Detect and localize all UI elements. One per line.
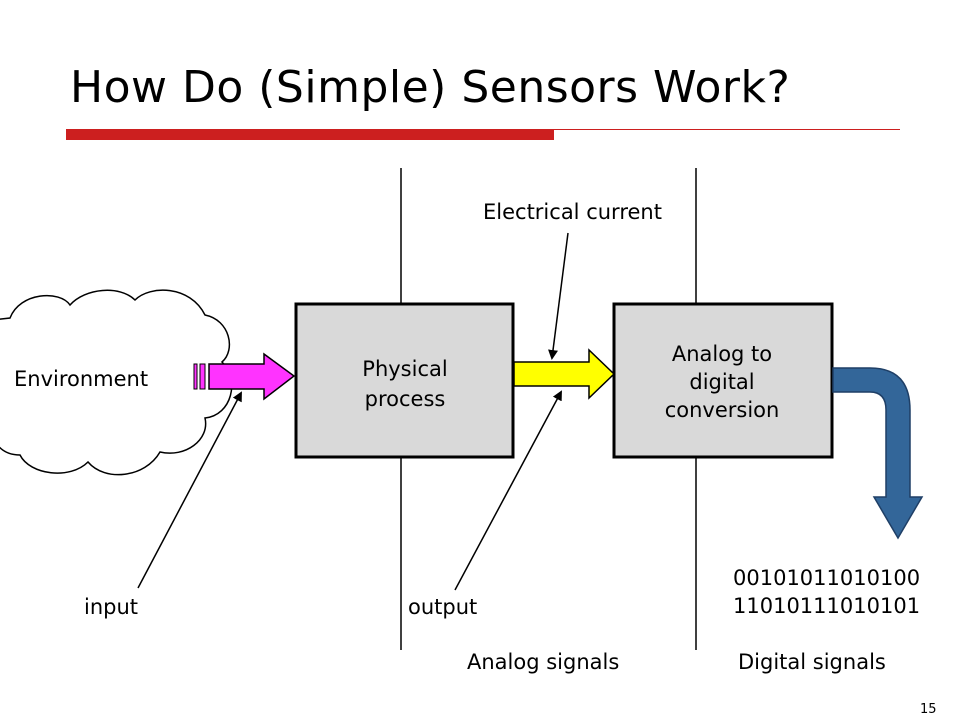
electrical-current-pointer: [548, 232, 569, 360]
analog-signals-label: Analog signals: [467, 650, 620, 674]
binary-line-2: 11010111010101: [733, 594, 921, 618]
output-pointer: [454, 390, 562, 591]
input-label: input: [84, 595, 139, 619]
input-pointer: [137, 391, 242, 589]
output-signal-arrow: [513, 348, 616, 400]
title-underline-thick: [66, 129, 554, 140]
output-label: output: [408, 595, 478, 619]
page-title: How Do (Simple) Sensors Work?: [70, 62, 791, 113]
physical-process-box: [294, 302, 515, 459]
title-underline-thin: [554, 129, 900, 130]
environment-label: Environment: [14, 367, 149, 391]
digital-signals-label: Digital signals: [738, 650, 886, 674]
input-signal-arrow: [193, 352, 296, 401]
binary-line-1: 00101011010100: [733, 566, 921, 590]
electrical-current-label: Electrical current: [483, 200, 662, 224]
digital-output-arrow: [832, 367, 924, 540]
physical-process-label: Physical process: [362, 357, 448, 411]
adc-box: [612, 302, 834, 459]
adc-label: Analog to digital conversion: [664, 342, 780, 422]
page-number: 15: [920, 702, 937, 717]
environment-cloud: [0, 289, 233, 476]
